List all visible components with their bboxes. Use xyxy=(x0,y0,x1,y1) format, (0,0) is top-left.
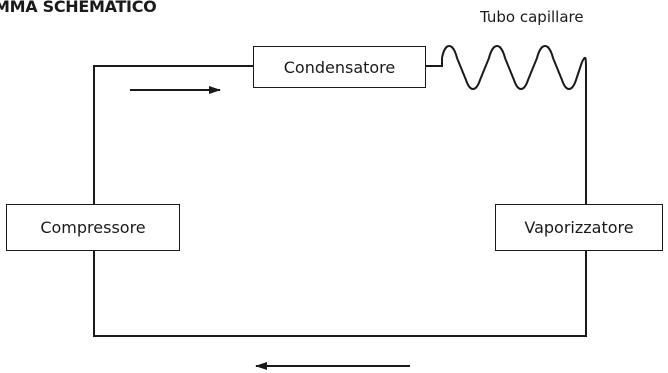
condenser-box: Condensatore xyxy=(253,46,426,88)
compressor-box: Compressore xyxy=(6,204,180,251)
evaporator-label: Vaporizzatore xyxy=(524,218,634,237)
evaporator-box: Vaporizzatore xyxy=(495,204,663,251)
circuit-line-left-upper xyxy=(93,65,253,204)
capillary-tube-label: Tubo capillare xyxy=(480,8,584,26)
diagram-title: MMA SCHEMATICO xyxy=(0,0,157,16)
circuit-line-bottom xyxy=(93,251,587,337)
condenser-label: Condensatore xyxy=(283,57,396,77)
capillary-coil xyxy=(441,45,583,90)
compressor-label: Compressore xyxy=(40,218,146,237)
circuit-line-right xyxy=(581,56,587,204)
circuit-line-condenser-out xyxy=(426,58,443,67)
